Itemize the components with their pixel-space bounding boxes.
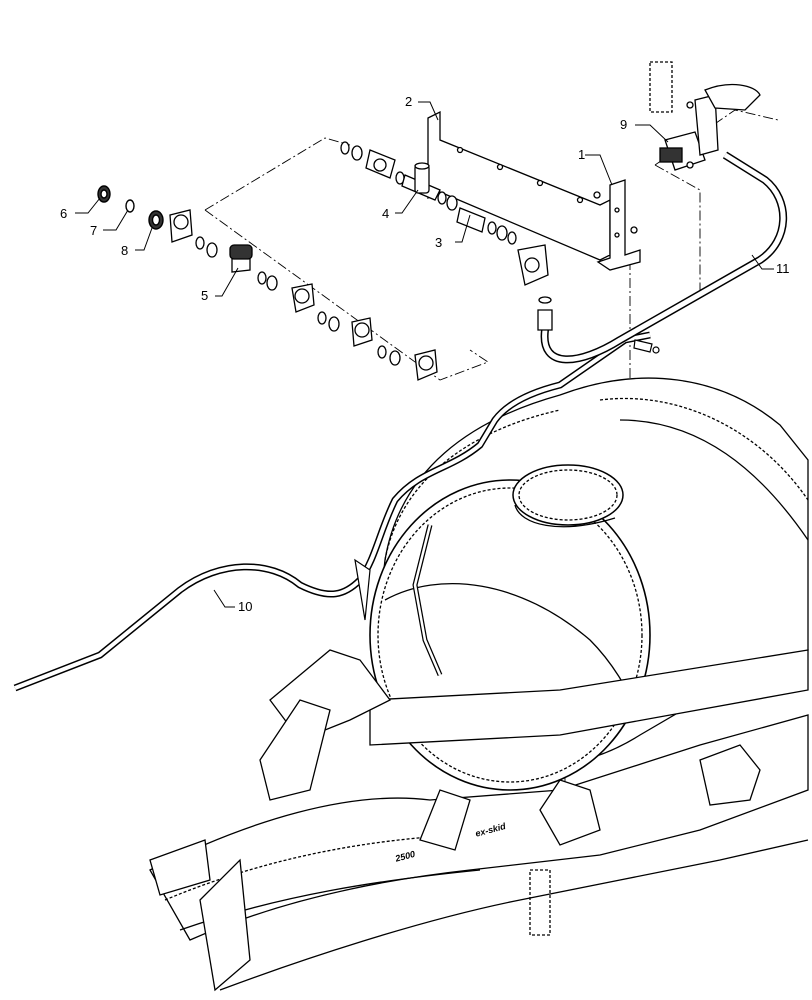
leader-7 bbox=[103, 209, 129, 231]
fittings-lower-row bbox=[169, 209, 438, 381]
loose-parts bbox=[97, 185, 164, 230]
callout-4: 4 bbox=[382, 206, 389, 221]
callout-leaders bbox=[75, 101, 774, 608]
callout-11: 11 bbox=[776, 261, 790, 276]
leader-4 bbox=[395, 189, 419, 214]
callout-2: 2 bbox=[405, 94, 412, 109]
leader-5 bbox=[215, 267, 239, 297]
bracket-2 bbox=[427, 110, 611, 261]
callout-10: 10 bbox=[238, 599, 252, 614]
callout-1: 1 bbox=[578, 147, 585, 162]
callout-9: 9 bbox=[620, 117, 627, 132]
callout-6: 6 bbox=[60, 206, 67, 221]
leader-3 bbox=[455, 214, 471, 243]
callout-7: 7 bbox=[90, 223, 97, 238]
callout-numbers: 1 2 3 4 5 6 7 8 9 10 11 bbox=[60, 94, 790, 614]
mount-1 bbox=[593, 179, 641, 271]
fittings-upper-row bbox=[340, 141, 553, 331]
chassis-frame bbox=[149, 61, 809, 992]
hose-junction-fitting bbox=[633, 339, 660, 354]
hose-11 bbox=[540, 151, 788, 364]
leader-9 bbox=[635, 124, 669, 143]
leader-11 bbox=[751, 254, 774, 270]
leader-1 bbox=[585, 154, 613, 186]
callout-8: 8 bbox=[121, 243, 128, 258]
valve-9 bbox=[659, 83, 761, 171]
leader-10 bbox=[213, 589, 235, 608]
callout-3: 3 bbox=[435, 235, 442, 250]
leader-8 bbox=[135, 227, 153, 251]
leader-6 bbox=[75, 197, 101, 214]
hose-10 bbox=[13, 331, 651, 692]
leader-2 bbox=[418, 101, 439, 121]
callout-5: 5 bbox=[201, 288, 208, 303]
